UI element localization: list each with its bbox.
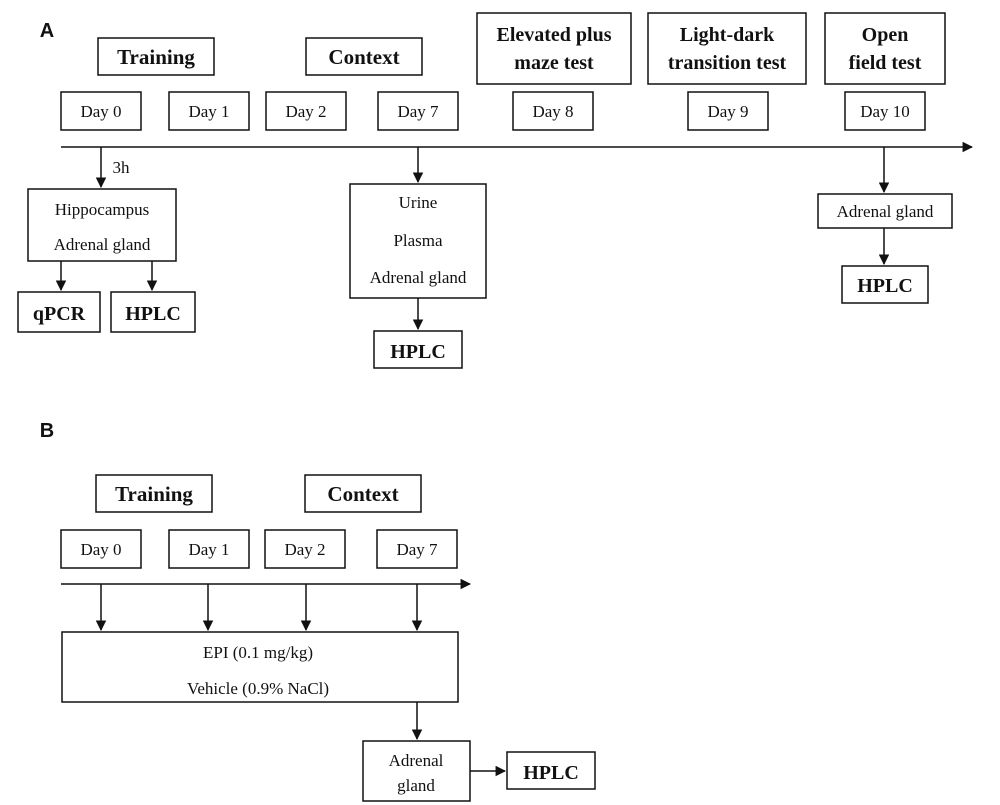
assay-hplc-day0: HPLC — [125, 303, 181, 325]
header-box-elevated-plus-maze — [476, 12, 632, 85]
b-day-box-1 — [168, 529, 250, 569]
b-day-box-7 — [376, 529, 458, 569]
day-label-8: Day 8 — [532, 102, 573, 121]
day-box-0 — [60, 91, 142, 131]
assay-box-qpcr — [17, 291, 101, 333]
assay-hplc-day10: HPLC — [857, 275, 913, 297]
header-oft-line2: field test — [849, 52, 922, 74]
delay-label: 3h — [113, 158, 131, 177]
b-header-training: Training — [115, 482, 193, 506]
day-box-10 — [844, 91, 926, 131]
day-box-2 — [265, 91, 347, 131]
assay-box-hplc-day7 — [373, 330, 463, 369]
assay-hplc-day7: HPLC — [390, 341, 446, 363]
b-sample-adrenal-line1: Adrenal — [389, 751, 444, 770]
sample-urine: Urine — [399, 193, 438, 212]
header-box-light-dark-transition — [647, 12, 807, 85]
treatment-vehicle: Vehicle (0.9% NaCl) — [187, 679, 329, 698]
tissue-box-day0 — [27, 188, 177, 262]
panel-label-a: A — [40, 20, 54, 42]
b-header-box-training — [95, 474, 213, 513]
sample-box-day10 — [817, 193, 953, 229]
header-box-context — [305, 37, 423, 76]
day-box-9 — [687, 91, 769, 131]
header-epm-line2: maze test — [514, 52, 594, 74]
assay-box-hplc-day0 — [110, 291, 196, 333]
b-day-label-1: Day 1 — [188, 540, 229, 559]
day-box-7 — [377, 91, 459, 131]
day-label-1: Day 1 — [188, 102, 229, 121]
b-sample-adrenal-line2: gland — [397, 776, 435, 795]
b-assay-hplc: HPLC — [523, 762, 579, 784]
treatment-epi: EPI (0.1 mg/kg) — [203, 643, 313, 662]
panel-a — [17, 12, 974, 369]
day-label-9: Day 9 — [707, 102, 748, 121]
tissue-hippocampus: Hippocampus — [55, 200, 149, 219]
sample-adrenal-day10: Adrenal gland — [837, 202, 934, 221]
header-box-training — [97, 37, 215, 76]
panel-label-b: B — [40, 420, 54, 442]
assay-box-hplc-day10 — [841, 265, 929, 304]
tissue-adrenal-day0: Adrenal gland — [54, 235, 151, 254]
sample-plasma: Plasma — [393, 231, 443, 250]
b-day-box-0 — [60, 529, 142, 569]
sample-adrenal-day7: Adrenal gland — [370, 268, 467, 287]
b-header-context: Context — [327, 482, 398, 506]
day-label-10: Day 10 — [860, 102, 910, 121]
b-day-label-7: Day 7 — [396, 540, 438, 559]
day-label-0: Day 0 — [80, 102, 121, 121]
day-box-1 — [168, 91, 250, 131]
header-box-open-field — [824, 12, 946, 85]
day-label-2: Day 2 — [285, 102, 326, 121]
day-label-7: Day 7 — [397, 102, 439, 121]
b-day-label-0: Day 0 — [80, 540, 121, 559]
header-ldt-line1: Light-dark — [680, 24, 775, 46]
day-box-8 — [512, 91, 594, 131]
b-day-label-2: Day 2 — [284, 540, 325, 559]
panel-b — [60, 474, 596, 802]
b-assay-box-hplc — [506, 751, 596, 790]
assay-qpcr: qPCR — [33, 303, 86, 325]
header-ldt-line2: transition test — [668, 52, 787, 74]
header-context: Context — [328, 45, 399, 69]
b-day-box-2 — [264, 529, 346, 569]
header-training: Training — [117, 45, 195, 69]
b-header-box-context — [304, 474, 422, 513]
treatment-box — [61, 631, 459, 703]
header-epm-line1: Elevated plus — [496, 24, 611, 46]
header-oft-line1: Open — [862, 24, 909, 46]
